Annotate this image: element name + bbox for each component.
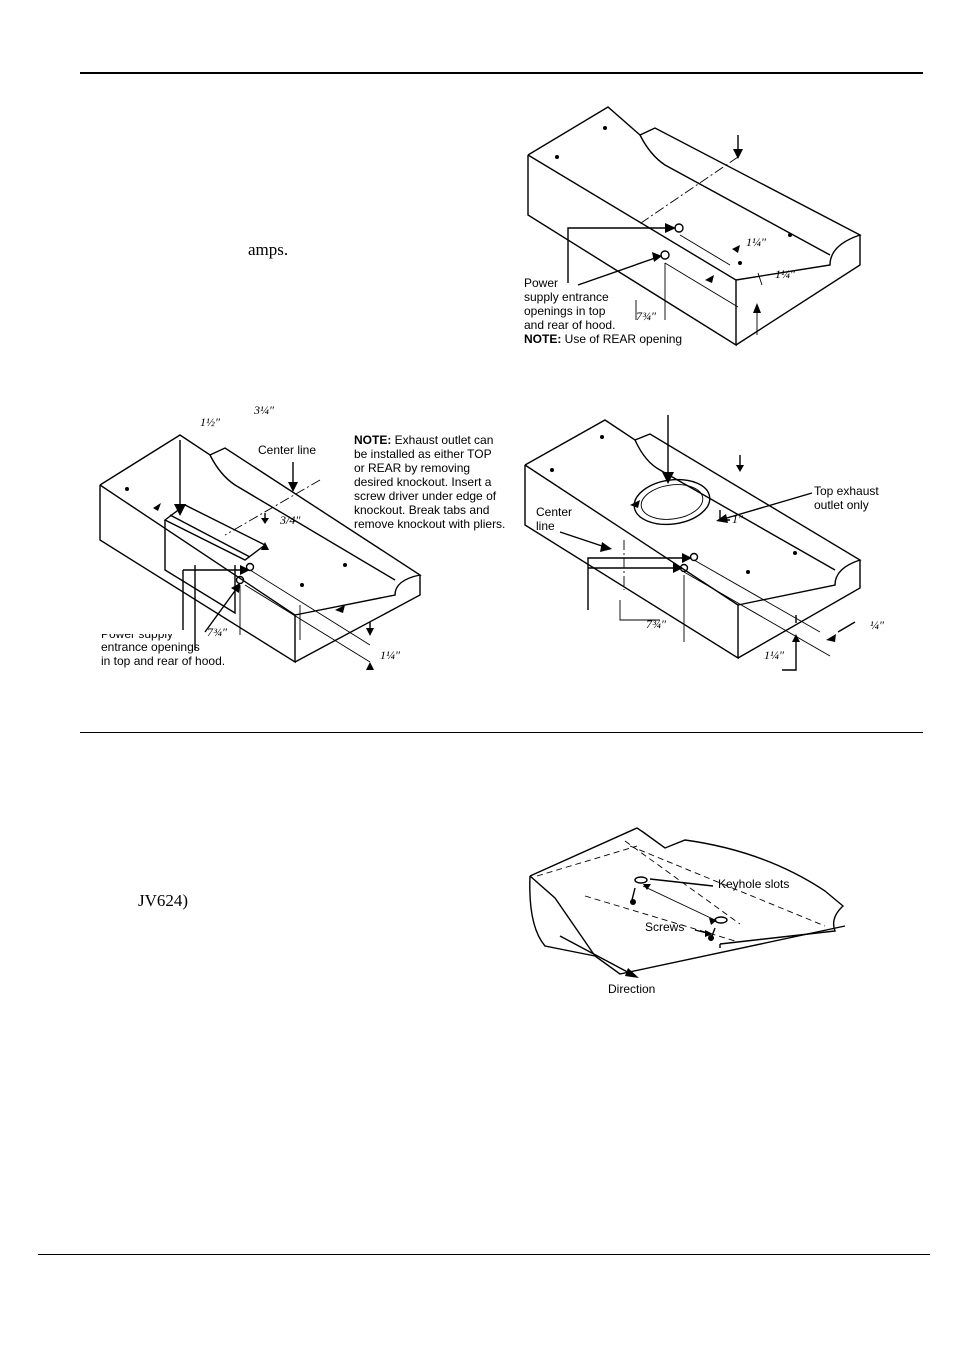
figure-1-drawing [527, 106, 862, 347]
fig2-dim-34: 3/4″ [280, 513, 301, 527]
fig4-keyhole-slots-label: Keyhole slots [718, 877, 790, 891]
fig3-dim-734: 7¾″ [646, 617, 666, 631]
fig2-power-supply-partial: Power supply [101, 627, 174, 641]
figure-2-drawing [99, 434, 422, 670]
fig1-dim-b: 1¼″ [775, 267, 795, 281]
figure-2-hood-knockout [95, 400, 435, 680]
fig2-center-line-label: Center line [258, 443, 317, 457]
fig3-top-exhaust-label: Top exhaust outlet only [814, 484, 879, 512]
fig3-dim-14: ¼″ [870, 618, 884, 632]
figure-4-keyhole-mounting [525, 826, 855, 981]
fig2-note-text: Exhaust outlet can be installed as eithe… [354, 433, 506, 531]
figure-4-drawing [529, 827, 846, 978]
fig1-note-text: Use of REAR opening [561, 332, 683, 346]
fig1-power-supply-label: Power supply entrance openings in top an… [524, 276, 616, 332]
fig2-note: NOTE: Exhaust outlet can be installed as… [354, 433, 505, 531]
middle-rule [80, 732, 923, 733]
fig1-note: NOTE: Use of REAR opening [524, 332, 682, 346]
fig2-dim-left: 1½″ [200, 415, 220, 429]
fig2-power-supply-label: entrance openings in top and rear of hoo… [101, 640, 226, 668]
figure-3-drawing [524, 415, 862, 671]
bottom-rule [38, 1254, 930, 1255]
figure-1-hood-rear-opening: 1¼″ 1¼″ 7¾″ [500, 95, 880, 355]
amps-text: amps. [248, 240, 289, 259]
fig1-dim-c: 7¾″ [636, 309, 656, 323]
model-number-text: JV624) [138, 891, 189, 910]
fig2-dim-top: 3¼″ [254, 403, 274, 417]
fig2-dim-734: 7¾″ [207, 625, 227, 639]
fig3-center-line-label: Center line [536, 505, 573, 533]
fig3-dim-1: 1″ [732, 512, 743, 526]
fig4-direction-label: Direction [608, 982, 656, 996]
top-rule [80, 72, 923, 74]
fig2-dim-114: 1¼″ [380, 648, 400, 662]
fig1-dim-a: 1¼″ [746, 235, 766, 249]
fig3-dim-114: 1¼″ [764, 648, 784, 662]
figure-3-hood-top-exhaust [520, 410, 890, 680]
fig4-screws-label: Screws [645, 920, 685, 934]
fig2-note-bold: NOTE: [354, 433, 392, 447]
fig1-note-bold: NOTE: [524, 332, 562, 346]
